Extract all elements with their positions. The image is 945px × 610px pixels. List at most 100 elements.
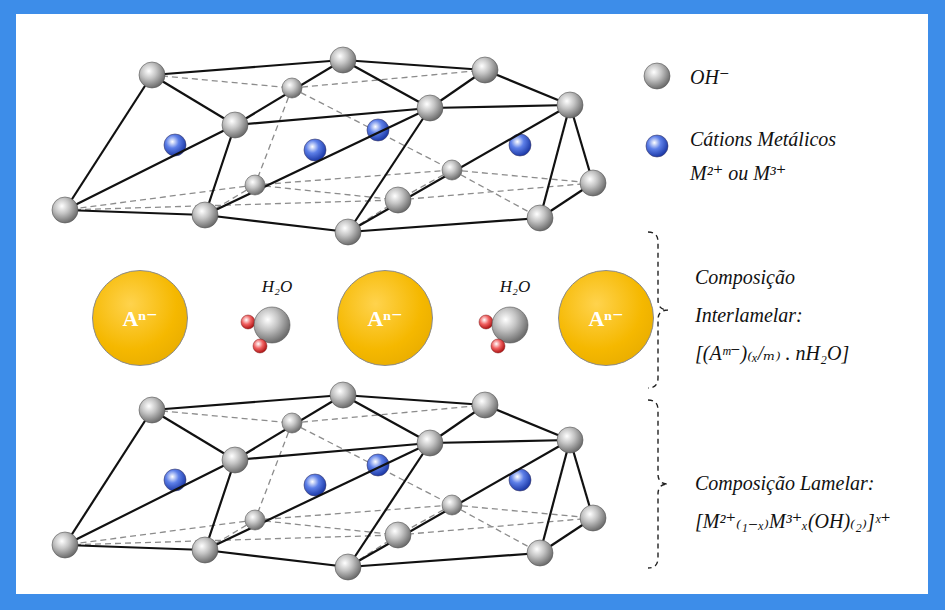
octahedron-edge (430, 440, 570, 443)
hydroxide-sphere (245, 175, 265, 195)
water-label: H₂O (247, 277, 307, 297)
metal-cation (164, 469, 186, 491)
octahedral-layer (52, 47, 606, 245)
anion-label: Aⁿ⁻ (122, 305, 157, 332)
hydroxide-sphere (222, 112, 248, 138)
hidden-edge (452, 170, 540, 218)
octahedron-edge (205, 125, 235, 215)
water-molecule (479, 307, 528, 353)
legend-text: OH⁻ (690, 60, 890, 94)
layer-formula: [M²⁺₍₁₋ₓ₎M³⁺ₓ(OH)₍₂₎]ˣ⁺ (695, 502, 925, 540)
octahedron-edge (65, 460, 235, 545)
hydroxide-sphere (245, 510, 265, 530)
hydroxide-sphere (330, 47, 356, 73)
octahedron-edge (65, 545, 205, 550)
hydroxide-sphere (580, 505, 606, 531)
octahedron-edge (152, 395, 343, 410)
octahedron-edge (152, 60, 343, 75)
octahedron-edge (343, 395, 430, 443)
anion-label: Aⁿ⁻ (588, 305, 623, 332)
interlayer-title: Composição Interlamelar: (695, 258, 835, 334)
hidden-edge (292, 88, 452, 170)
hydroxide-sphere (580, 170, 606, 196)
hydroxide-sphere (52, 197, 78, 223)
octahedral-layer (52, 382, 606, 580)
hidden-edge (152, 75, 292, 88)
octahedron-edge (348, 105, 570, 232)
interlayer-anion: Aⁿ⁻ (337, 270, 433, 366)
hidden-edge (452, 505, 540, 553)
octahedron-edge (205, 460, 235, 550)
hydroxide-sphere (385, 522, 411, 548)
octahedron-edge (348, 440, 570, 567)
octahedron-edge (205, 550, 348, 567)
hydroxide-sphere (557, 427, 583, 453)
octahedron-edge (205, 215, 348, 232)
hydroxide-sphere (442, 495, 462, 515)
hydroxide-sphere (139, 397, 165, 423)
hydroxide-sphere (527, 540, 553, 566)
legend-cation-sample (646, 135, 668, 157)
octahedron-edge (348, 553, 540, 567)
hydroxide-sphere (330, 382, 356, 408)
octahedron-edge (348, 218, 540, 232)
hydroxide-sphere (192, 202, 218, 228)
interlayer-formula: [(Aᵐ⁻)₍ₓ/ₘ₎ . nH₂O] (695, 334, 925, 372)
hydroxide-sphere (282, 78, 302, 98)
octahedron-edge (343, 395, 485, 405)
hidden-edge (65, 185, 255, 210)
metal-cation (304, 474, 326, 496)
brackets (648, 232, 668, 568)
hydroxide-layers (52, 47, 606, 580)
hydroxide-sphere (472, 392, 498, 418)
white-panel (16, 14, 928, 594)
hydroxide-sphere (282, 413, 302, 433)
octahedron-edge (65, 410, 152, 545)
octahedron-edge (430, 105, 570, 108)
interlayer-anion: Aⁿ⁻ (92, 270, 188, 366)
octahedron-edge (235, 395, 343, 460)
octahedron-edge (205, 443, 430, 550)
hydroxide-sphere (527, 205, 553, 231)
hydroxide-sphere (335, 554, 361, 580)
hidden-edge (65, 520, 255, 545)
water-molecule (241, 307, 290, 353)
hydrogen-atom (491, 339, 505, 353)
hydroxide-sphere (139, 62, 165, 88)
oxygen-atom (254, 307, 290, 343)
octahedron-edge (65, 75, 152, 210)
hydroxide-sphere (557, 92, 583, 118)
interlayer-anion: Aⁿ⁻ (558, 270, 654, 366)
octahedron-edge (235, 60, 343, 125)
octahedron-edge (152, 410, 235, 460)
hidden-edge (292, 423, 452, 505)
octahedron-edge (348, 443, 430, 567)
metal-cation (164, 134, 186, 156)
hydroxide-sphere (472, 57, 498, 83)
octahedron-edge (152, 75, 235, 125)
hydrogen-atom (253, 339, 267, 353)
hydroxide-sphere (192, 537, 218, 563)
octahedron-edge (205, 108, 430, 215)
legend-text: Cátions Metálicos M²⁺ ou M³⁺ (690, 122, 868, 190)
oxygen-atom (492, 307, 528, 343)
water-label: H₂O (485, 277, 545, 297)
metal-cation (304, 139, 326, 161)
curly-bracket (648, 400, 668, 568)
hydroxide-sphere (52, 532, 78, 558)
octahedron-edge (65, 125, 235, 210)
hidden-edge (152, 410, 292, 423)
hydrogen-atom (241, 315, 255, 329)
octahedron-edge (485, 70, 570, 105)
legend-samples (644, 63, 670, 157)
hydroxide-sphere (335, 219, 361, 245)
layer-title: Composição Lamelar: (695, 464, 935, 502)
legend-hydroxide-sample (644, 63, 670, 89)
octahedron-edge (65, 210, 205, 215)
octahedron-edge (348, 108, 430, 232)
hydroxide-sphere (442, 160, 462, 180)
anion-label: Aⁿ⁻ (367, 305, 402, 332)
octahedron-edge (485, 405, 570, 440)
hydroxide-sphere (417, 95, 443, 121)
